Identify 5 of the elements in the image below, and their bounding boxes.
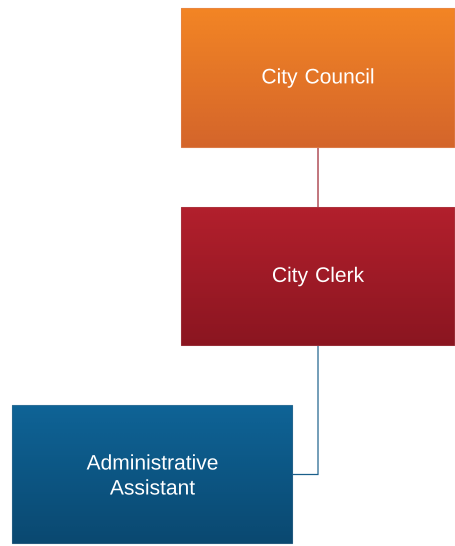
org-box: Administrative Assistant: [12, 405, 293, 544]
org-box: City Council: [181, 8, 455, 148]
org-box: City Clerk: [181, 207, 455, 346]
connector-line: [317, 148, 319, 207]
connector-line: [293, 346, 319, 476]
